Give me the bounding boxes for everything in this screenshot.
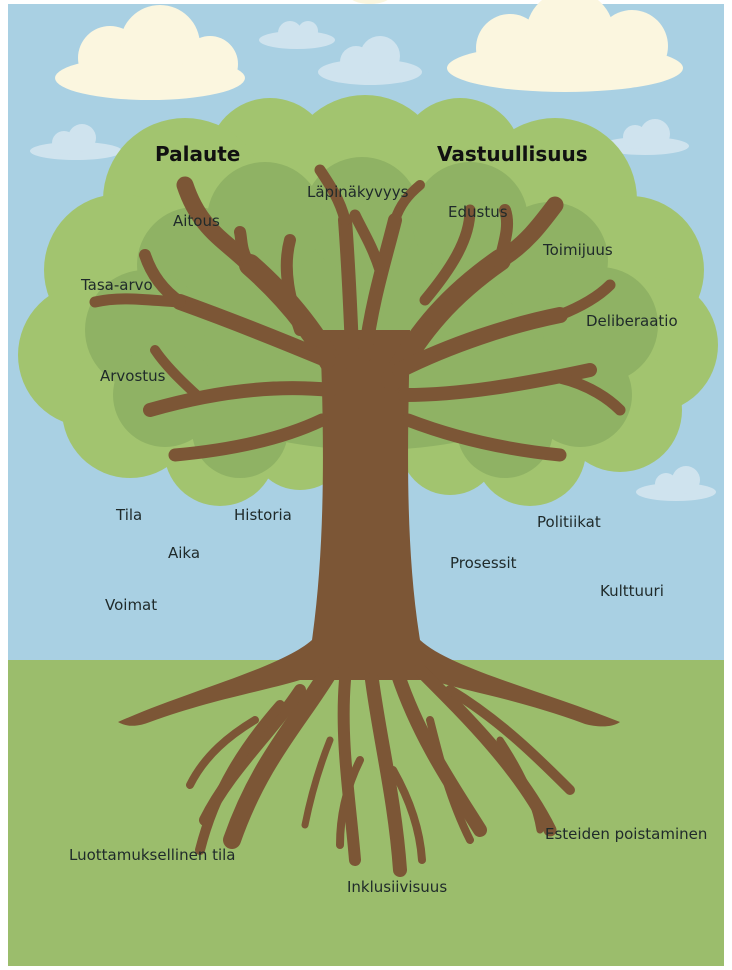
cloud xyxy=(318,36,422,85)
label-aika: Aika xyxy=(168,544,201,562)
label-edustus: Edustus xyxy=(448,203,508,221)
cloud xyxy=(352,0,388,4)
heading-palaute: Palaute xyxy=(155,142,241,166)
label-politiikat: Politiikat xyxy=(537,513,601,531)
label-historia: Historia xyxy=(234,506,292,524)
roots xyxy=(186,661,575,877)
label-voimat: Voimat xyxy=(105,596,158,614)
label-aitous: Aitous xyxy=(173,212,220,230)
label-tasa-arvo: Tasa-arvo xyxy=(81,276,153,294)
cloud xyxy=(55,5,245,100)
label-lapinakyvyys: Läpinäkyvyys xyxy=(307,183,409,201)
label-esteiden-poistaminen: Esteiden poistaminen xyxy=(545,825,708,843)
label-inklusiivisuus: Inklusiivisuus xyxy=(347,878,448,896)
label-prosessit: Prosessit xyxy=(450,554,517,572)
cloud xyxy=(447,0,683,92)
label-arvostus: Arvostus xyxy=(100,367,166,385)
label-kulttuuri: Kulttuuri xyxy=(600,582,664,600)
cloud xyxy=(601,119,689,155)
trunk xyxy=(118,330,620,727)
cloud xyxy=(636,466,716,501)
label-toimijuus: Toimijuus xyxy=(543,241,613,259)
label-tila: Tila xyxy=(116,506,143,524)
branches xyxy=(89,164,626,462)
heading-vastuullisuus: Vastuullisuus xyxy=(437,142,588,166)
grass xyxy=(8,660,724,966)
label-luottamuksellinen-tila: Luottamuksellinen tila xyxy=(69,846,236,864)
cloud xyxy=(30,124,122,160)
cloud xyxy=(259,21,335,49)
label-deliberaatio: Deliberaatio xyxy=(586,312,678,330)
